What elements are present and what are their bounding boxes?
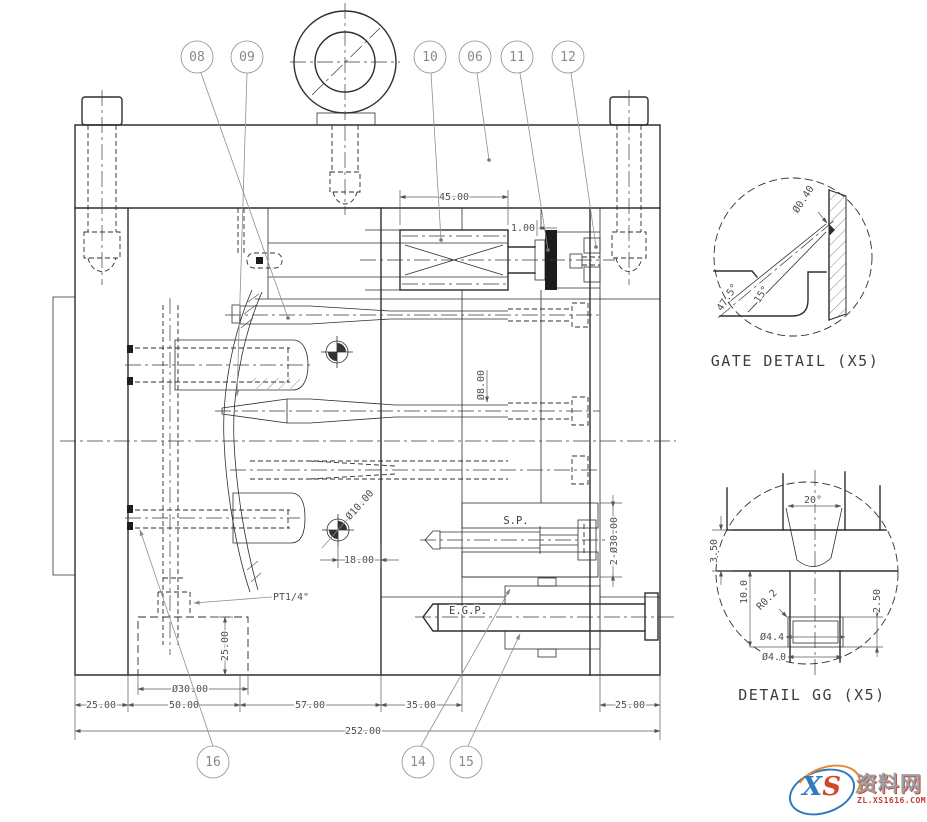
dim-core-dia: Ø10.00 [343, 488, 376, 523]
dim-support-dia: 2-Ø30.00 [608, 517, 620, 565]
dim-gate-dia: Ø0.40 [790, 183, 816, 215]
balloon-06: 06 [458, 40, 492, 74]
ejector-guide-pin: E.G.P. [415, 577, 676, 658]
dim-pipe-thread: PT1/4" [273, 592, 309, 603]
support-pillar: S.P. [420, 502, 608, 578]
datum-target-1 [321, 336, 353, 368]
dim-pin-dia: Ø8.00 [475, 370, 487, 400]
dim-gap: 1.00 [511, 223, 535, 234]
gg-detail-view: 20° 3.50 10.0 R0.2 2.50 Ø4.4 Ø4.0 DETAIL… [708, 470, 899, 705]
balloon-16: 16 [196, 745, 230, 779]
dim-gg-dia-large: Ø4.4 [760, 631, 784, 643]
dim-w1: 25.00 [86, 700, 116, 711]
balloon-09: 09 [230, 40, 264, 74]
gate-detail-view: Ø0.40 47.5° 15° GATE DETAIL (X5) [710, 177, 880, 371]
dim-gg-radius: R0.2 [755, 588, 780, 613]
balloon-10: 10 [413, 40, 447, 74]
ejector-pin-3 [230, 455, 600, 485]
svg-text:10: 10 [422, 50, 438, 65]
dim-gg-depth: 3.50 [709, 539, 720, 563]
cooling-channels [125, 298, 312, 655]
watermark-site-url: ZL.XS1616.COM [857, 796, 927, 805]
eye-bolt [290, 3, 400, 215]
dim-boss-depth: 25.00 [220, 631, 231, 661]
watermark-logo: XS 资料网 ZL.XS1616.COM [782, 756, 927, 822]
clamp-bolt-right [609, 90, 649, 285]
dim-gate-angle-inner: 15° [752, 284, 771, 305]
gate-detail-title: GATE DETAIL (X5) [711, 352, 880, 370]
dim-gg-length: 10.0 [739, 580, 750, 604]
sprue-screw [569, 237, 601, 283]
core-inserts [174, 339, 309, 544]
support-pillar-label: S.P. [503, 515, 528, 527]
dim-total: 252.00 [345, 726, 381, 737]
mold-plates [52, 124, 661, 676]
ejector-pin-2 [215, 396, 600, 426]
svg-text:14: 14 [410, 755, 426, 770]
svg-text:06: 06 [467, 50, 483, 65]
watermark-xs-monogram: XS [802, 772, 841, 802]
balloon-11: 11 [500, 40, 534, 74]
balloon-14: 14 [401, 745, 435, 779]
dim-gg-angle: 20° [804, 495, 822, 506]
balloon-12: 12 [551, 40, 585, 74]
boss-hole [137, 577, 249, 676]
svg-text:15: 15 [458, 755, 474, 770]
dim-boss-dia: Ø30.00 [172, 683, 208, 695]
dim-gg-step: 2.50 [872, 589, 883, 613]
svg-text:08: 08 [189, 50, 205, 65]
svg-text:12: 12 [560, 50, 576, 65]
dim-w3: 57.00 [295, 700, 325, 711]
svg-text:11: 11 [509, 50, 525, 65]
main-section-view: S.P. E.G.P. 45.00 1.00 Ø8.00 Ø10.00 [52, 3, 676, 779]
dim-gg-dia-small: Ø4.0 [762, 651, 786, 663]
clamp-bolt-left [81, 90, 123, 285]
dimensions: 45.00 1.00 Ø8.00 Ø10.00 18.00 2-Ø30.00 P… [74, 190, 661, 740]
balloon-callouts: 08 09 10 06 11 12 16 14 15 [139, 40, 598, 779]
balloon-08: 08 [180, 40, 214, 74]
guide-bushing [237, 208, 615, 291]
svg-text:16: 16 [205, 755, 221, 770]
ejector-guide-pin-label: E.G.P. [449, 605, 487, 617]
dim-gate-angle-outer: 47.5° [715, 282, 741, 313]
dim-w2: 50.00 [169, 700, 199, 711]
watermark-site-name: 资料网 [856, 772, 922, 796]
gg-detail-title: DETAIL GG (X5) [738, 686, 885, 704]
dim-bushing-length: 45.00 [439, 192, 469, 203]
dim-core-offset: 18.00 [344, 555, 374, 566]
ejector-pin-1 [225, 302, 600, 328]
dim-w4: 35.00 [406, 700, 436, 711]
svg-text:09: 09 [239, 50, 255, 65]
dim-w5: 25.00 [615, 700, 645, 711]
balloon-15: 15 [449, 745, 483, 779]
